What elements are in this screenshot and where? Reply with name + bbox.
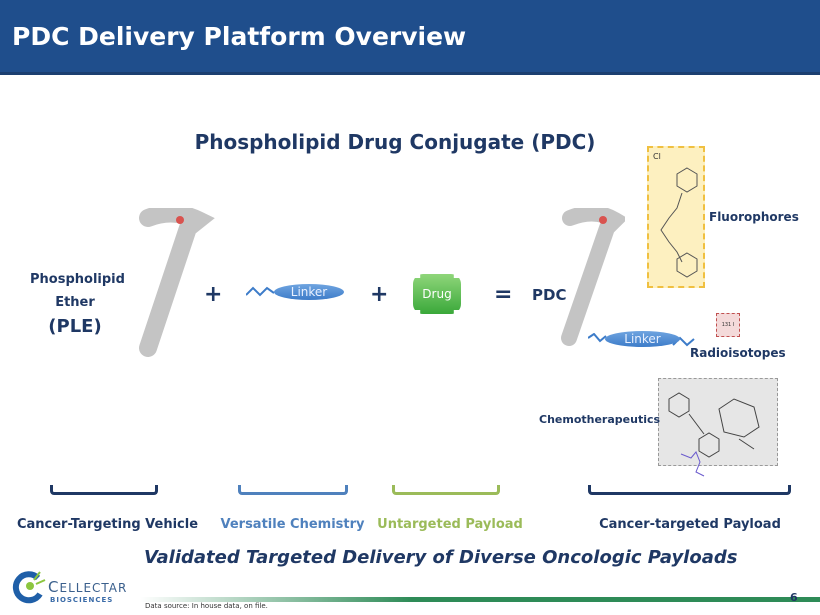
pdc-molecule-image [561,208,625,346]
ple-label-3: (PLE) [48,316,102,337]
chemo-linker-squiggle [680,451,705,477]
header-bar: PDC Delivery Platform Overview [0,0,820,75]
radioisotopes-label: Radioisotopes [690,346,786,360]
caption-untargeted: Untargeted Payload [377,517,523,532]
linker-pill: Linker [274,284,344,300]
equals-sign: = [494,282,513,307]
ple-label-2: Ether [55,295,95,310]
pdc-label: PDC [532,286,567,304]
plus-sign: + [370,282,389,307]
chloride-label: Cl [653,152,661,161]
data-source-note: Data source: In house data, on file. [145,602,268,610]
caption-vehicle: Cancer-Targeting Vehicle [16,517,199,532]
chemotherapeutic-structure [658,378,778,466]
footer-divider [140,597,820,602]
isotope-box: 131 I [716,313,740,337]
logo-text: CELLECTAR [48,578,128,596]
ple-label-1: Phospholipid [30,272,125,287]
plus-sign: + [204,282,223,307]
caption-targeted: Cancer-targeted Payload [599,517,781,532]
ple-molecule-image [139,208,215,357]
page-number: 6 [790,591,798,604]
company-logo: CELLECTAR BIOSCIENCES [10,568,140,608]
page-title: PDC Delivery Platform Overview [12,22,467,51]
drug-shape: Drug [413,274,461,314]
tagline: Validated Targeted Delivery of Diverse O… [144,547,738,568]
pdc-linker-pill: Linker [605,331,680,347]
logo-mark-icon [12,571,46,604]
chemotherapeutics-label: Chemotherapeutics [539,413,661,426]
fluorophore-structure: Cl [647,146,705,288]
brace-targeted [588,485,791,495]
caption-chemistry: Versatile Chemistry [220,517,365,532]
diagram-title: Phospholipid Drug Conjugate (PDC) [194,130,596,154]
brace-untargeted [392,485,500,495]
linker-squiggle [246,286,275,297]
fluorophores-label: Fluorophores [709,210,799,224]
brace-vehicle [50,485,158,495]
brace-chemistry [238,485,348,495]
logo-subtext: BIOSCIENCES [50,596,114,604]
